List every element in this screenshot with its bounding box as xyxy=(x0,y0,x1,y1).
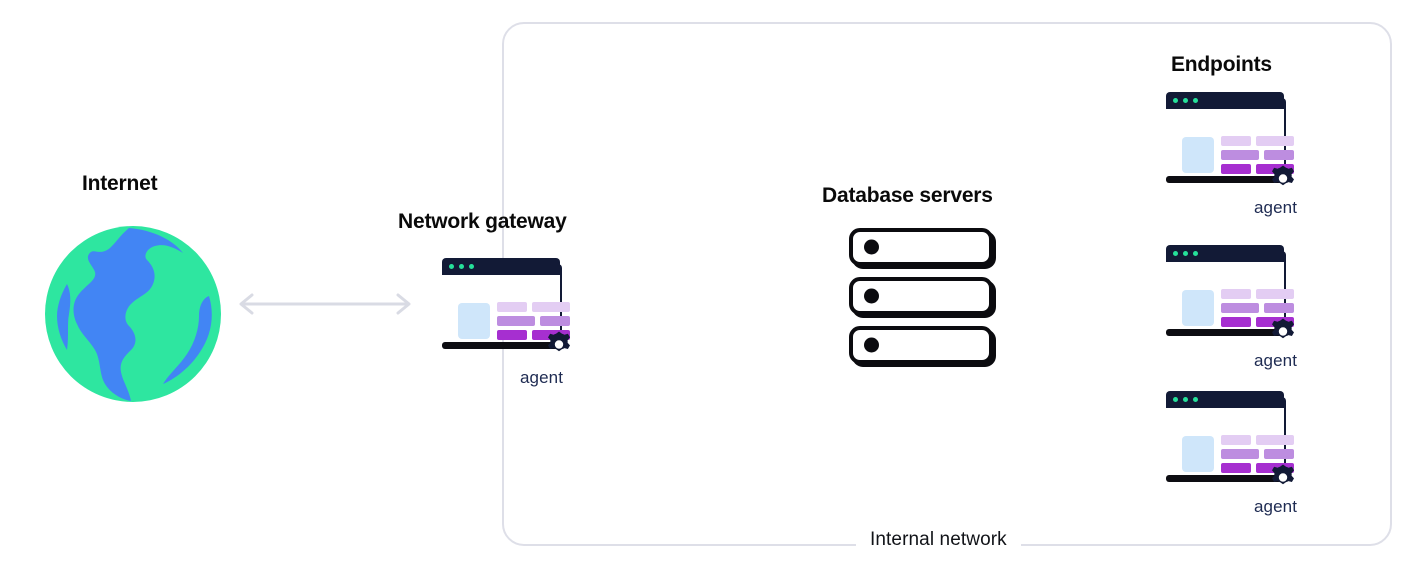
window-dot-icon xyxy=(1193,98,1198,103)
bidirectional-arrow-icon xyxy=(236,290,414,318)
server-led-icon xyxy=(864,337,879,353)
window-dots xyxy=(449,264,474,269)
window-dot-icon xyxy=(1193,397,1198,402)
window-dots xyxy=(1173,397,1198,402)
window-body xyxy=(1166,109,1294,174)
database-server-stack xyxy=(849,228,1001,375)
endpoint-node-1[interactable]: agent xyxy=(1158,92,1308,217)
content-tile-icon xyxy=(1182,137,1214,173)
window-base xyxy=(1166,329,1284,336)
window-body xyxy=(1166,408,1294,473)
window-dots xyxy=(1173,98,1198,103)
window-dots xyxy=(1173,251,1198,256)
content-tile-icon xyxy=(1182,290,1214,326)
window-titlebar xyxy=(1166,245,1284,262)
network-gateway-title: Network gateway xyxy=(398,210,567,233)
window-titlebar xyxy=(1166,391,1284,408)
window-titlebar xyxy=(1166,92,1284,109)
window-titlebar xyxy=(442,258,560,275)
window-body xyxy=(442,275,570,340)
agent-label: agent xyxy=(1254,497,1298,516)
gear-icon xyxy=(1268,164,1298,194)
window-dot-icon xyxy=(1183,397,1188,402)
window-dot-icon xyxy=(1173,251,1178,256)
window-dot-icon xyxy=(1173,98,1178,103)
window-dot-icon xyxy=(1183,98,1188,103)
window-dot-icon xyxy=(1193,251,1198,256)
window-base xyxy=(1166,176,1284,183)
window-base xyxy=(442,342,560,349)
browser-window-icon xyxy=(1158,92,1300,192)
gear-icon xyxy=(1268,463,1298,493)
window-base xyxy=(1166,475,1284,482)
network-gateway-node[interactable]: agent xyxy=(434,258,584,387)
server-unit-icon[interactable] xyxy=(849,277,993,315)
internet-title: Internet xyxy=(82,172,158,195)
window-dot-icon xyxy=(449,264,454,269)
endpoint-node-2[interactable]: agent xyxy=(1158,245,1308,370)
server-unit-icon[interactable] xyxy=(849,326,993,364)
endpoint-node-3[interactable]: agent xyxy=(1158,391,1308,516)
agent-label: agent xyxy=(1254,351,1298,370)
browser-window-icon xyxy=(1158,245,1300,345)
window-dot-icon xyxy=(459,264,464,269)
browser-window-icon xyxy=(434,258,576,358)
window-dot-icon xyxy=(469,264,474,269)
server-led-icon xyxy=(864,239,879,255)
internal-network-label: Internal network xyxy=(856,529,1021,551)
server-led-icon xyxy=(864,288,879,304)
gear-icon xyxy=(1268,317,1298,347)
browser-window-icon xyxy=(1158,391,1300,491)
database-servers-title: Database servers xyxy=(822,184,993,207)
content-tile-icon xyxy=(1182,436,1214,472)
content-tile-icon xyxy=(458,303,490,339)
endpoints-title: Endpoints xyxy=(1171,53,1272,76)
server-unit-icon[interactable] xyxy=(849,228,993,266)
window-dot-icon xyxy=(1173,397,1178,402)
window-body xyxy=(1166,262,1294,327)
window-dot-icon xyxy=(1183,251,1188,256)
gear-icon xyxy=(544,330,574,360)
agent-label: agent xyxy=(520,368,564,387)
globe-icon xyxy=(43,224,223,404)
agent-label: agent xyxy=(1254,198,1298,217)
